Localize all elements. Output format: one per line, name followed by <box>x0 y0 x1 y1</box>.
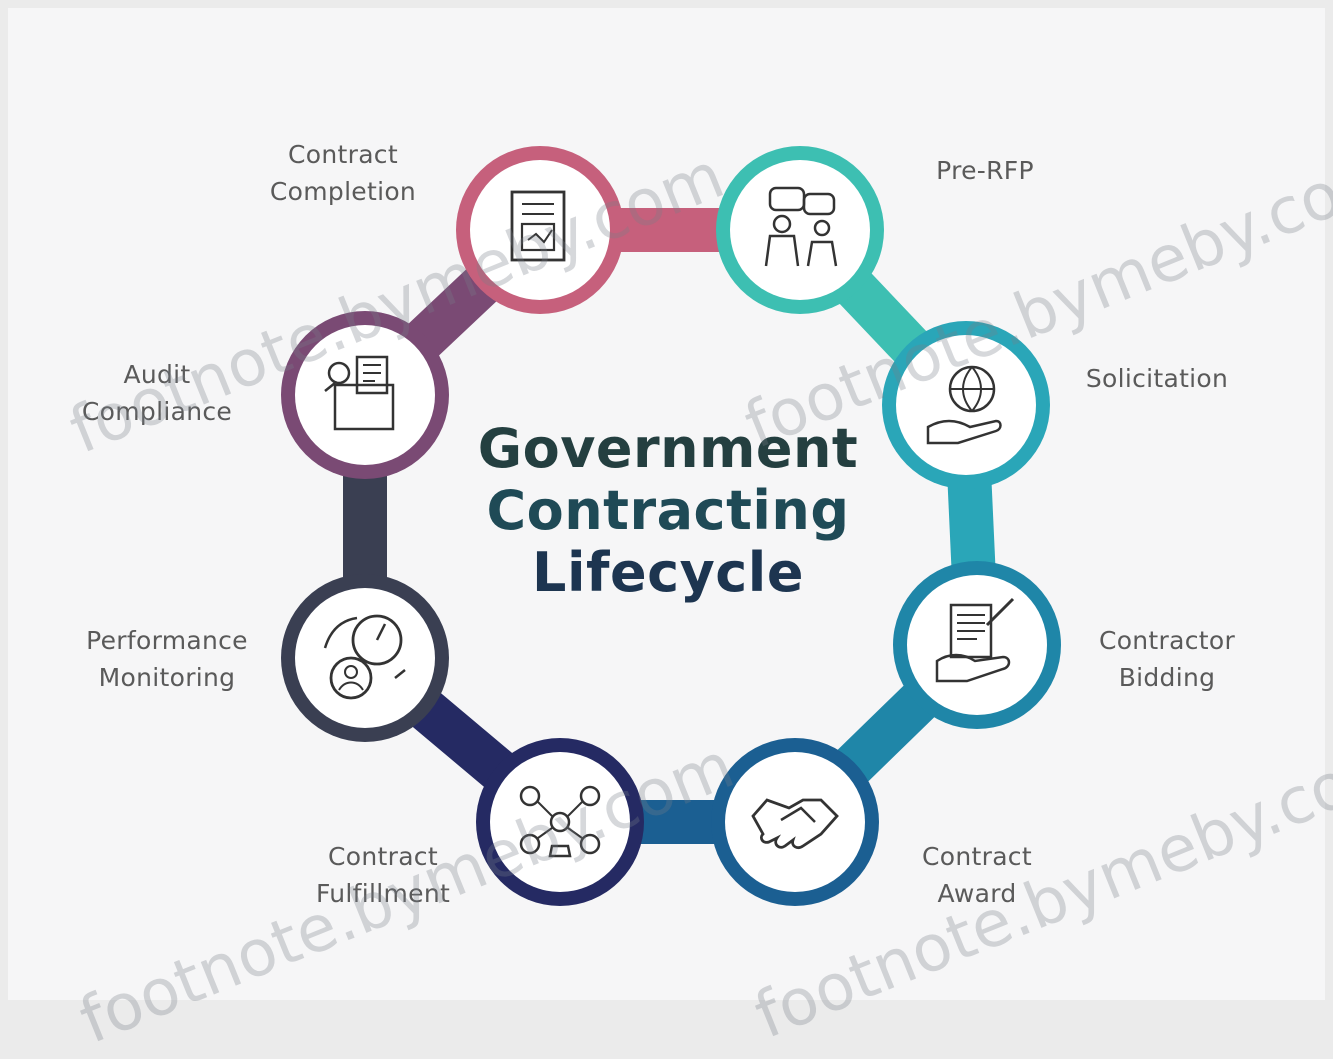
stage-label-audit-compliance: Audit Compliance <box>81 360 233 426</box>
stage-node-contract-completion <box>456 146 624 314</box>
stage-label-performance-monitoring: Performance Monitoring <box>86 626 248 692</box>
stage-disc-audit-compliance <box>295 325 435 465</box>
stage-label-pre-rfp: Pre-RFP <box>936 156 1034 185</box>
stage-node-contract-fulfillment <box>476 738 644 906</box>
stage-label-solicitation: Solicitation <box>1085 364 1229 393</box>
stage-node-contractor-bidding <box>893 561 1061 729</box>
stage-label-contract-award: Contract Award <box>922 842 1032 908</box>
stage-disc-contract-completion <box>470 160 610 300</box>
stage-node-pre-rfp <box>716 146 884 314</box>
stage-node-audit-compliance <box>281 311 449 479</box>
title-line-1: Government <box>477 417 859 480</box>
stage-disc-contract-award <box>725 752 865 892</box>
stage-label-contractor-bidding: Contractor Bidding <box>1098 626 1236 692</box>
stage-disc-contractor-bidding <box>907 575 1047 715</box>
stage-node-performance-monitoring <box>281 574 449 742</box>
title-line-2: Contracting <box>486 479 850 542</box>
stage-label-contract-completion: Contract Completion <box>269 140 417 206</box>
stage-disc-solicitation <box>896 335 1036 475</box>
lifecycle-ring <box>281 146 1061 906</box>
stage-disc-performance-monitoring <box>295 588 435 728</box>
diagram-title: Government Contracting Lifecycle <box>468 418 868 604</box>
stage-disc-pre-rfp <box>730 160 870 300</box>
stage-label-contract-fulfillment: Contract Fulfillment <box>315 842 451 908</box>
stage-node-contract-award <box>711 738 879 906</box>
stage-node-solicitation <box>882 321 1050 489</box>
title-line-3: Lifecycle <box>532 541 804 604</box>
stage-disc-contract-fulfillment <box>490 752 630 892</box>
